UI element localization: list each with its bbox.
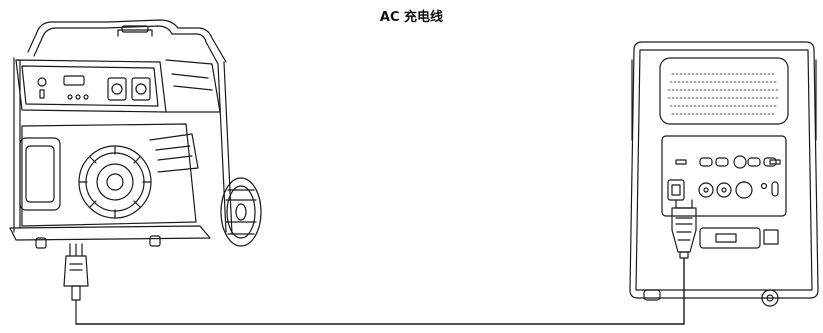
- ac-charging-cable: [75, 257, 685, 325]
- portable-generator-icon: [9, 19, 262, 325]
- speaker-grill: [667, 73, 781, 115]
- portable-power-station-icon: [629, 41, 819, 307]
- diagram-title: AC 充电线: [379, 10, 444, 25]
